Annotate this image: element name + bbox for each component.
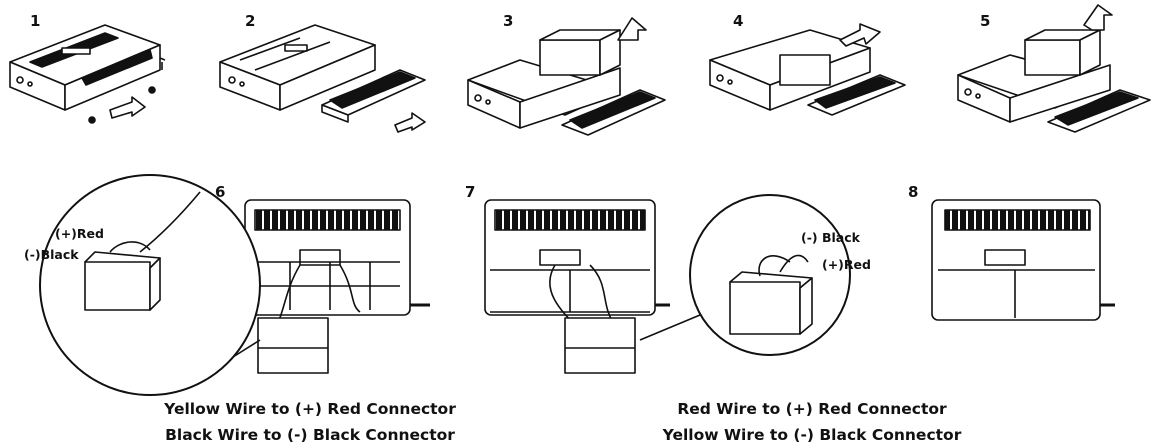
caption-left-line-2: Black Wire to (-) Black Connector <box>165 426 455 444</box>
step7-zoom-circle <box>639 194 851 356</box>
caption-left-line-1: Yellow Wire to (+) Red Connector <box>164 400 456 418</box>
step-number-2: 2 <box>245 12 256 30</box>
caption-right: Red Wire to (+) Red Connector Yellow Wir… <box>612 396 1012 448</box>
step6-negative-label: (-)Black <box>24 247 79 262</box>
step-number-3: 3 <box>503 12 514 30</box>
step5-lift-out <box>957 4 1151 133</box>
step-number-7: 7 <box>465 183 476 201</box>
step6-positive-label: (+)Red <box>55 226 104 241</box>
step-number-1: 1 <box>30 12 41 30</box>
step-number-8: 8 <box>908 183 919 201</box>
step4-slide-battery <box>709 23 906 116</box>
caption-right-line-2: Yellow Wire to (-) Black Connector <box>662 426 962 444</box>
caption-right-line-1: Red Wire to (+) Red Connector <box>677 400 947 418</box>
step7-connector-box <box>564 317 636 374</box>
step8-front-view <box>931 199 1115 321</box>
step-number-4: 4 <box>733 12 744 30</box>
step2-remove-panel <box>219 24 426 133</box>
step6-zoom-circle <box>39 174 261 396</box>
step-number-6: 6 <box>215 183 226 201</box>
step1-ups-closed <box>9 24 166 124</box>
step6-connector-box <box>257 317 329 374</box>
step6-front-view <box>244 199 430 331</box>
step-number-5: 5 <box>980 12 991 30</box>
step7-positive-label: (+)Red <box>822 257 871 272</box>
step7-negative-label: (-) Black <box>801 230 860 245</box>
caption-left: Yellow Wire to (+) Red Connector Black W… <box>110 396 510 448</box>
step3-lift-battery <box>467 17 666 136</box>
step7-front-view <box>484 199 670 331</box>
